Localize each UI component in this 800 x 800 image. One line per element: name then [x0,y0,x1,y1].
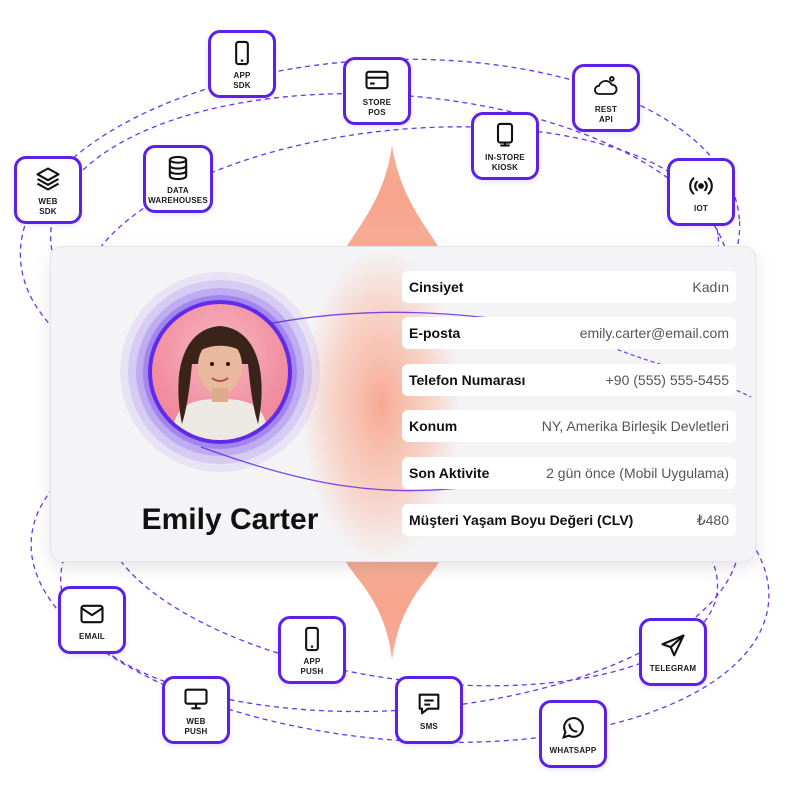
wireless-signal-icon [686,171,716,201]
field-value: 2 gün önce (Mobil Uygulama) [546,465,729,481]
monitor-icon [181,684,211,714]
paper-plane-icon [658,631,688,661]
kiosk-icon [490,120,520,150]
node-label: SMS [420,721,438,731]
field-label: Telefon Numarası [409,372,526,388]
field-row-gender: Cinsiyet Kadın [402,271,736,303]
portrait-illustration [172,326,268,440]
field-label: E-posta [409,325,461,341]
envelope-icon [77,599,107,629]
field-row-last-activity: Son Aktivite 2 gün önce (Mobil Uygulama) [402,457,736,489]
customer-name: Emily Carter [141,503,319,536]
field-row-email: E-posta emily.carter@email.com [402,317,736,349]
field-label: Son Aktivite [409,465,490,481]
field-label: Cinsiyet [409,279,464,295]
node-label: APP SDK [233,70,251,90]
channel-app-push[interactable]: APP PUSH [278,616,346,684]
avatar-photo [152,304,288,440]
field-row-location: Konum NY, Amerika Birleşik Devletleri [402,410,736,442]
node-label: WHATSAPP [549,745,597,755]
source-in-store-kiosk[interactable]: IN-STORE KIOSK [471,112,539,180]
node-label: TELEGRAM [649,663,697,673]
channel-sms[interactable]: SMS [395,676,463,744]
avatar [120,272,320,472]
node-label: IOT [694,203,708,213]
node-label: APP PUSH [300,656,324,676]
field-row-clv: Müşteri Yaşam Boyu Değeri (CLV) ₺480 [402,504,736,536]
source-iot[interactable]: IOT [667,158,735,226]
source-store-pos[interactable]: STORE POS [343,57,411,125]
cloud-gear-icon [591,72,621,102]
source-data-warehouses[interactable]: DATA WAREHOUSES [143,145,213,213]
channel-email[interactable]: EMAIL [58,586,126,654]
node-label: EMAIL [79,631,105,641]
layers-icon [33,164,63,194]
field-value: emily.carter@email.com [579,325,729,341]
field-value: +90 (555) 555-5455 [605,372,729,388]
source-web-sdk[interactable]: WEB SDK [14,156,82,224]
whatsapp-icon [558,713,588,743]
channel-whatsapp[interactable]: WHATSAPP [539,700,607,768]
field-value: NY, Amerika Birleşik Devletleri [541,418,729,434]
field-label: Müşteri Yaşam Boyu Değeri (CLV) [409,512,634,528]
node-label: DATA WAREHOUSES [148,185,208,205]
node-label: STORE POS [362,97,392,117]
source-rest-api[interactable]: REST API [572,64,640,132]
credit-card-icon [362,65,392,95]
chat-bubble-icon [414,689,444,719]
database-icon [163,153,193,183]
field-label: Konum [409,418,458,434]
field-value: ₺480 [696,511,729,528]
smartphone-icon [227,38,257,68]
node-label: IN-STORE KIOSK [485,152,525,172]
node-label: WEB PUSH [184,716,208,736]
channel-web-push[interactable]: WEB PUSH [162,676,230,744]
field-value: Kadın [692,279,729,295]
bottom-beam [345,560,440,660]
node-label: REST API [594,104,618,124]
source-app-sdk[interactable]: APP SDK [208,30,276,98]
node-label: WEB SDK [38,196,58,216]
field-row-phone: Telefon Numarası +90 (555) 555-5455 [402,364,736,396]
smartphone-icon [297,624,327,654]
top-beam [345,145,440,250]
channel-telegram[interactable]: TELEGRAM [639,618,707,686]
